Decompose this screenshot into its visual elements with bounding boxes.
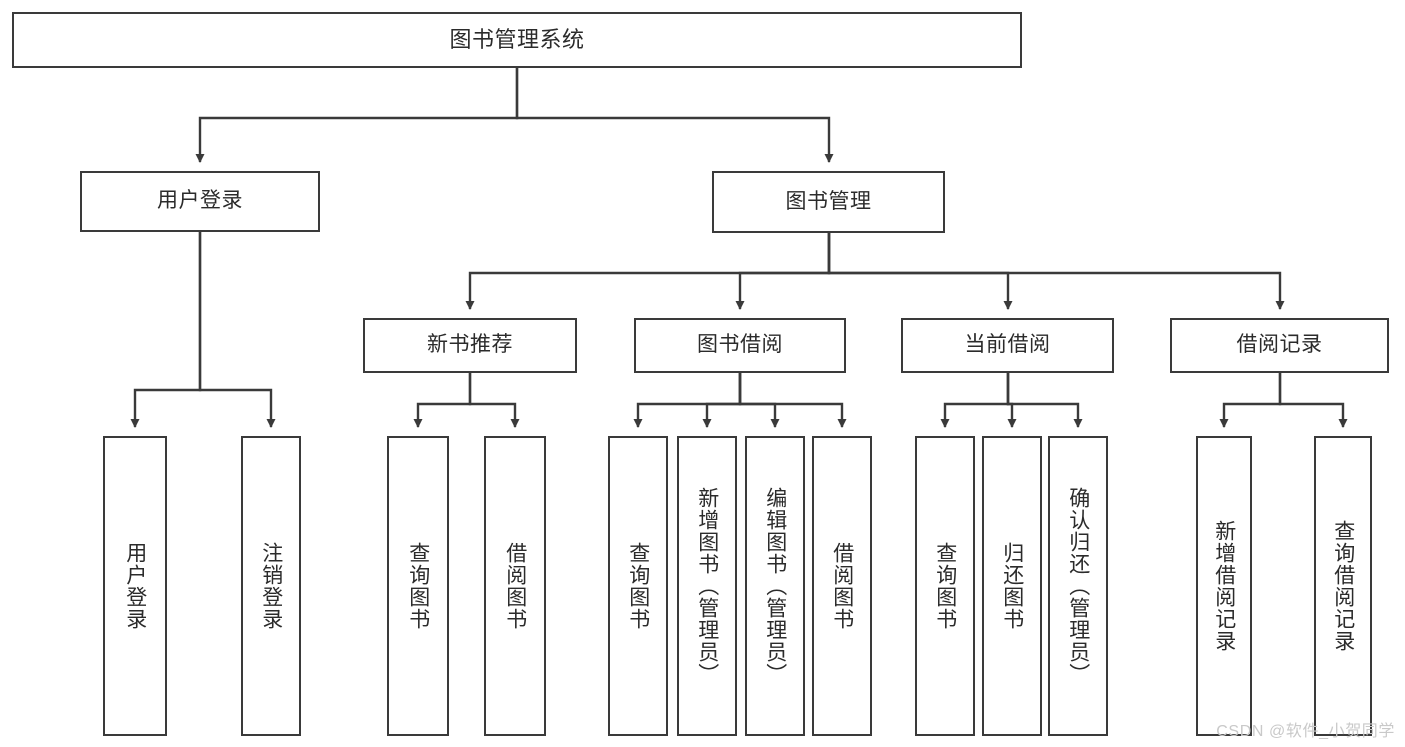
node-leaf-query-book-1[interactable]: 查询图书	[387, 436, 449, 736]
node-leaf-user-login[interactable]: 用户登录	[103, 436, 167, 736]
edge-new-book-recommend-to-leaf-query-book-1	[413, 373, 472, 428]
node-user-login[interactable]: 用户登录	[80, 171, 320, 232]
node-leaf-confirm-return[interactable]: 确认归还（管理员）	[1048, 436, 1108, 736]
node-label: 查询图书	[406, 542, 430, 630]
edges	[130, 68, 1348, 428]
node-leaf-logout[interactable]: 注销登录	[241, 436, 301, 736]
edge-borrow-record-to-leaf-query-record	[1278, 373, 1348, 428]
node-label: 当前借阅	[964, 333, 1051, 357]
node-label: 查询图书	[626, 542, 650, 630]
edge-current-borrow-to-leaf-confirm-return	[1006, 373, 1083, 428]
node-leaf-query-book-2[interactable]: 查询图书	[608, 436, 668, 736]
node-label: 确认归还（管理员）	[1066, 487, 1090, 685]
edge-book-borrow-to-leaf-borrow-book-2	[738, 373, 847, 428]
edge-book-management-to-borrow-record	[827, 233, 1285, 310]
edge-borrow-record-to-leaf-add-record	[1219, 373, 1282, 428]
node-new-book-recommend[interactable]: 新书推荐	[363, 318, 577, 373]
node-label: 借阅记录	[1236, 333, 1323, 357]
edge-root-to-book-management	[515, 68, 834, 163]
edge-book-borrow-to-leaf-add-book	[702, 373, 742, 428]
node-label: 归还图书	[1000, 542, 1024, 630]
edge-current-borrow-to-leaf-return-book	[1006, 373, 1017, 428]
node-label: 借阅图书	[503, 542, 527, 630]
node-book-management[interactable]: 图书管理	[712, 171, 945, 233]
node-label: 图书管理系统	[449, 27, 585, 53]
node-leaf-borrow-book-1[interactable]: 借阅图书	[484, 436, 546, 736]
edge-root-to-user-login	[195, 68, 519, 163]
node-leaf-return-book[interactable]: 归还图书	[982, 436, 1042, 736]
edge-user-login-to-leaf-logout	[198, 232, 276, 428]
node-borrow-record[interactable]: 借阅记录	[1170, 318, 1389, 373]
node-label: 编辑图书（管理员）	[763, 487, 787, 685]
edge-current-borrow-to-leaf-query-book-3	[940, 373, 1010, 428]
node-label: 图书管理	[785, 189, 872, 213]
node-label: 借阅图书	[830, 542, 854, 630]
node-label: 新增图书（管理员）	[695, 487, 719, 685]
edge-new-book-recommend-to-leaf-borrow-book-1	[468, 373, 520, 428]
node-leaf-query-book-3[interactable]: 查询图书	[915, 436, 975, 736]
edge-book-borrow-to-leaf-query-book-2	[633, 373, 742, 428]
node-root-system[interactable]: 图书管理系统	[12, 12, 1022, 68]
node-label: 注销登录	[259, 542, 283, 630]
node-leaf-add-book[interactable]: 新增图书（管理员）	[677, 436, 737, 736]
edge-book-borrow-to-leaf-edit-book	[738, 373, 780, 428]
node-label: 查询借阅记录	[1331, 520, 1355, 652]
edge-user-login-to-leaf-user-login	[130, 232, 202, 428]
node-label: 图书借阅	[697, 333, 783, 357]
node-leaf-add-record[interactable]: 新增借阅记录	[1196, 436, 1252, 736]
edge-book-management-to-book-borrow	[735, 233, 831, 310]
node-book-borrow[interactable]: 图书借阅	[634, 318, 846, 373]
node-leaf-borrow-book-2[interactable]: 借阅图书	[812, 436, 872, 736]
node-current-borrow[interactable]: 当前借阅	[901, 318, 1114, 373]
node-label: 新书推荐	[427, 333, 513, 357]
node-leaf-query-record[interactable]: 查询借阅记录	[1314, 436, 1372, 736]
node-label: 新增借阅记录	[1212, 520, 1236, 652]
edge-book-management-to-new-book-recommend	[465, 233, 831, 310]
node-leaf-edit-book[interactable]: 编辑图书（管理员）	[745, 436, 805, 736]
edge-book-management-to-current-borrow	[827, 233, 1013, 310]
node-label: 用户登录	[157, 189, 243, 213]
node-label: 用户登录	[123, 542, 147, 630]
watermark-text: CSDN @软件_小贺同学	[1216, 723, 1395, 740]
node-label: 查询图书	[933, 542, 957, 630]
